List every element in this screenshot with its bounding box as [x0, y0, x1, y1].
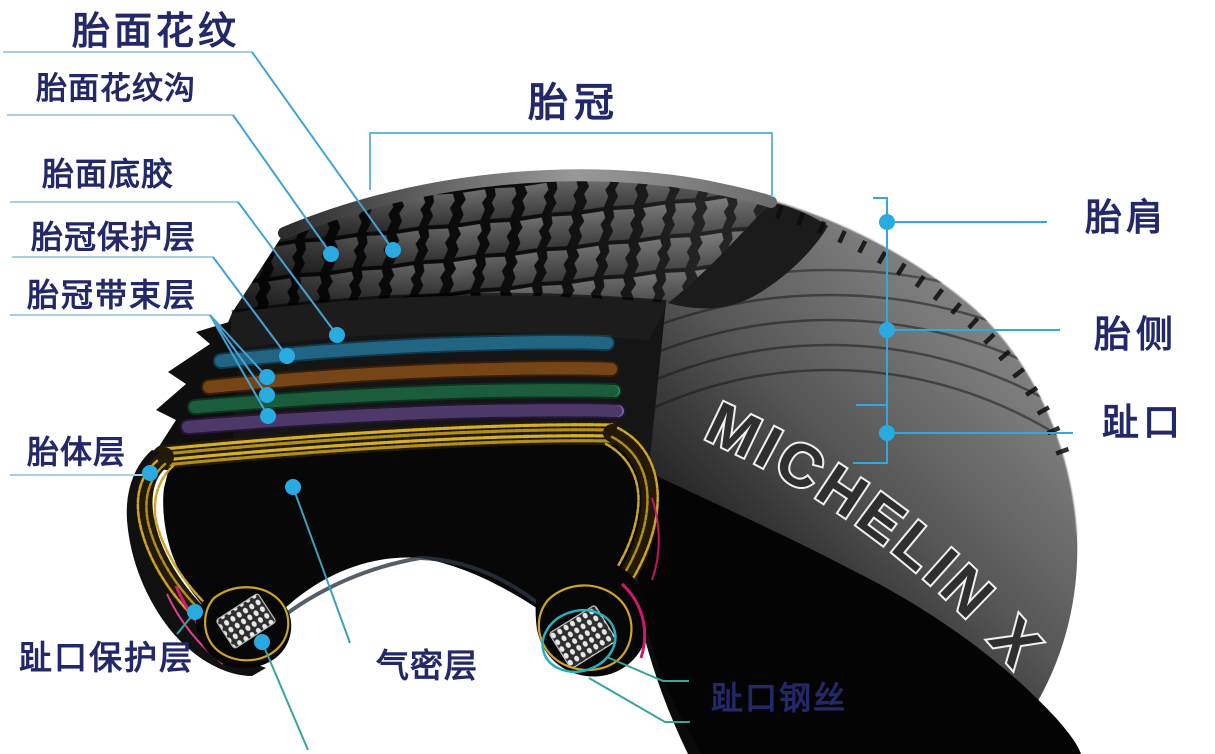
dot-shoulder [879, 214, 895, 230]
sidewall-grooves [298, 268, 1078, 754]
dot-tread-base [329, 327, 345, 343]
label-crown-belt: 胎冠带束层 [27, 276, 198, 314]
label-bead-protect: 趾口保护层 [19, 638, 194, 677]
left-bead-wire-bundle [216, 593, 276, 649]
leader-crown-belt-line-2 [209, 314, 268, 396]
crown-protect-layer [213, 334, 615, 369]
marker-dots [142, 214, 895, 650]
leader-crown-belt-line-3 [209, 314, 269, 417]
dot-belt-2 [259, 387, 275, 403]
carcass-layer [132, 420, 660, 665]
dot-belt-3 [260, 408, 276, 424]
cut-edge-magenta-line [651, 497, 660, 581]
dot-belt-1 [259, 369, 275, 385]
leader-crown-protect-line [212, 256, 288, 357]
left-bead-yellow-wrap [204, 586, 290, 662]
label-bead-wire: 趾口钢丝 [711, 679, 848, 717]
label-carcass: 胎体层 [27, 433, 127, 471]
dot-left-bead [254, 634, 270, 650]
label-bead: 趾口 [1102, 401, 1184, 444]
tread-crown-strip [278, 169, 777, 239]
crown-bracket [369, 132, 773, 197]
leader-inner-liner-line [292, 486, 351, 644]
dot-bead-protect [187, 604, 203, 620]
leader-bead-wire-line-1 [606, 656, 689, 682]
dot-crown-protect [279, 348, 295, 364]
label-tread-groove: 胎面花纹沟 [36, 71, 196, 107]
dot-tread-groove [323, 246, 339, 262]
dot-inner-liner [285, 479, 301, 495]
leader-tread-pattern-line [251, 51, 394, 251]
shoulder-band [668, 202, 828, 309]
dot-sidewall [879, 322, 895, 338]
label-inner-liner: 气密层 [376, 646, 478, 685]
leader-bead-wire-line-2 [588, 677, 690, 723]
dot-bead [879, 425, 895, 441]
hub-opening [635, 468, 1081, 754]
label-crown-protect: 胎冠保护层 [31, 218, 197, 256]
label-tread-base: 胎面底胶 [42, 155, 175, 193]
right-bead-magenta-stripe [620, 582, 647, 659]
leader-left-bead-line [261, 641, 309, 751]
dot-tread-pattern [385, 242, 401, 258]
leader-crown-belt-line-1 [209, 314, 268, 378]
belt-layer-2 [187, 382, 622, 415]
label-tread-pattern: 胎面花纹 [72, 9, 241, 53]
belt-layer-3 [180, 402, 626, 435]
bead-wire-highlight-circle [541, 609, 617, 673]
label-crown: 胎冠 [528, 80, 620, 126]
dot-carcass [142, 465, 158, 481]
right-bead-wire-bundle [549, 605, 617, 669]
left-sidewall-rubber [126, 450, 266, 676]
tire-outer-edge-highlight [699, 183, 1078, 536]
leader-tread-groove-line [232, 114, 332, 255]
leader-tread-base-line [237, 201, 338, 336]
label-sidewall: 胎侧 [1094, 313, 1178, 356]
label-shoulder: 胎肩 [1085, 196, 1167, 239]
